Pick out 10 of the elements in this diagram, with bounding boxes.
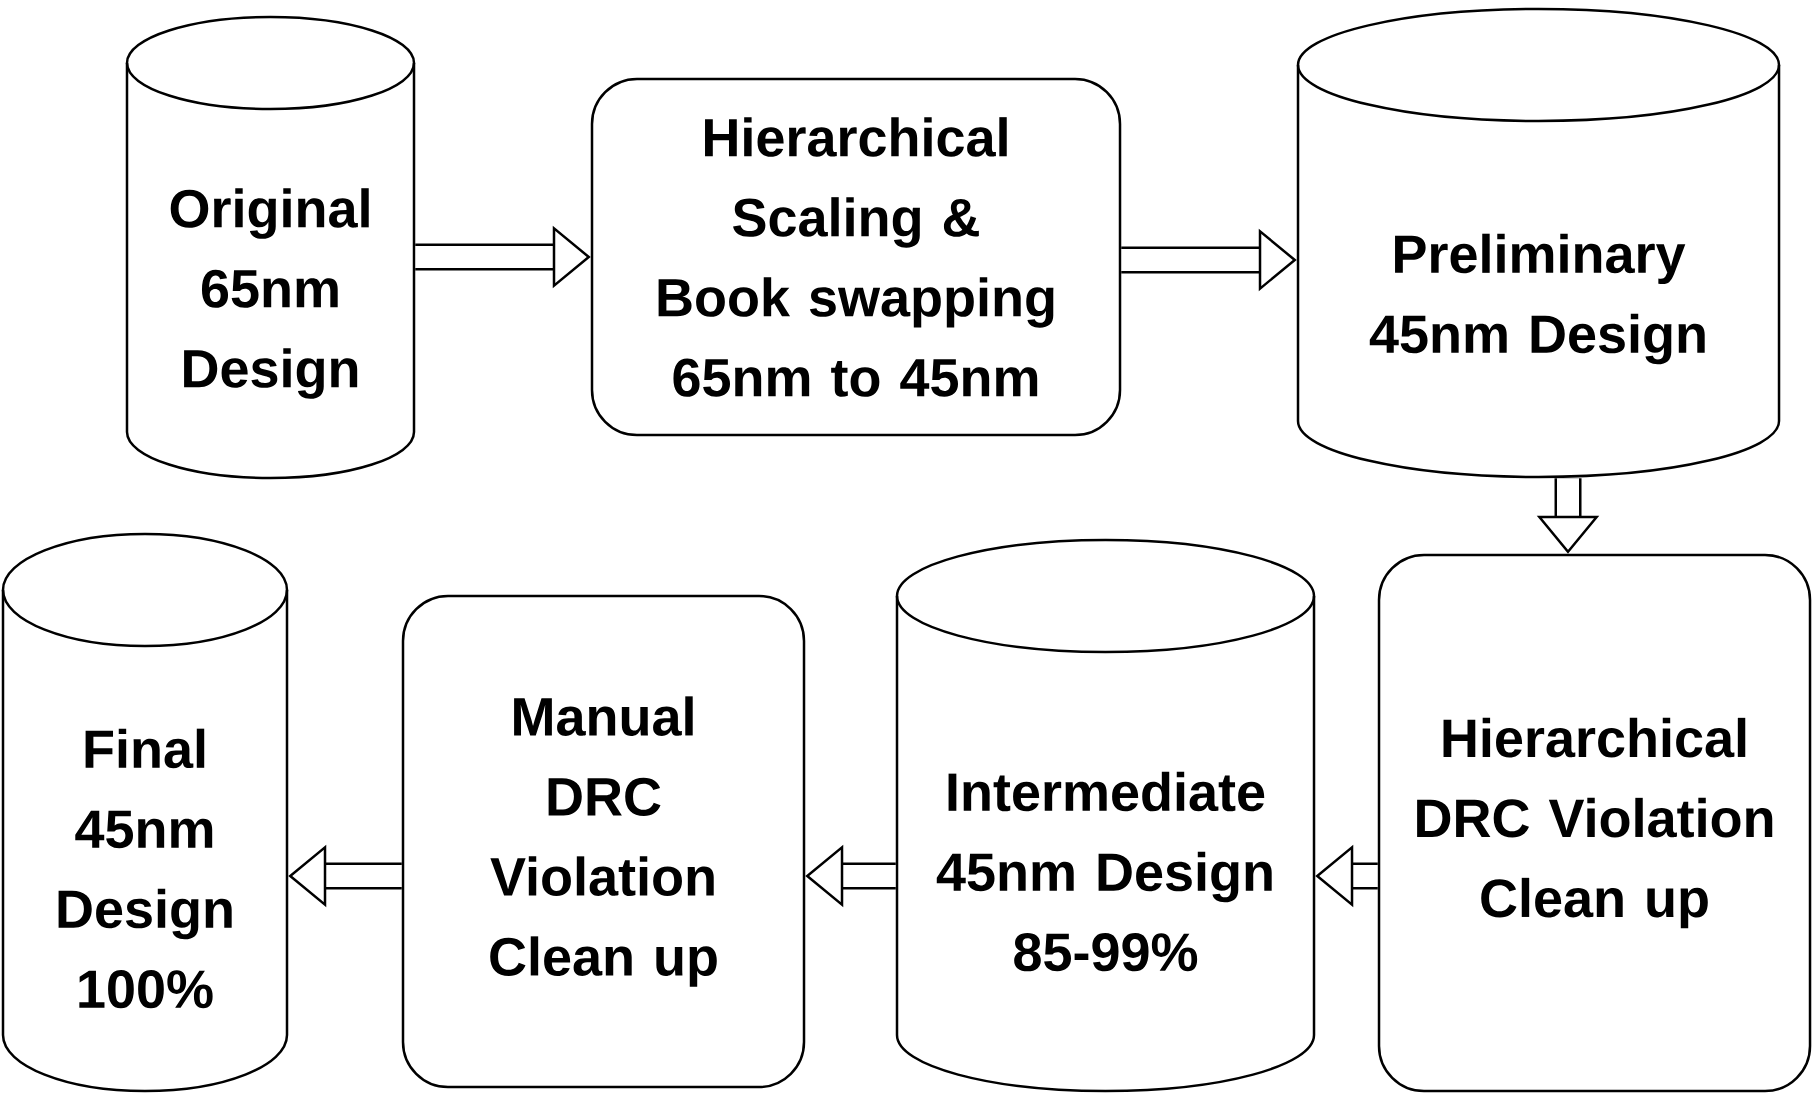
database-cylinder: Original 65nm Design — [125, 15, 416, 480]
node-label: Intermediate 45nm Design 85-99% — [936, 771, 1272, 972]
process-box: Manual DRC Violation Clean up — [401, 594, 806, 1089]
process-box: Hierarchical Scaling & Book swapping 65nm to 45nm — [590, 77, 1122, 437]
process-box: Hierarchical DRC Violation Clean up — [1377, 553, 1812, 1093]
database-cylinder: Final 45nm Design 100% — [1, 532, 289, 1093]
database-cylinder: Preliminary 45nm Design — [1296, 7, 1781, 479]
node-label: Preliminary 45nm Design — [1369, 233, 1705, 365]
database-cylinder: Intermediate 45nm Design 85-99% — [895, 538, 1316, 1093]
node-label: Final 45nm Design 100% — [58, 728, 232, 1009]
